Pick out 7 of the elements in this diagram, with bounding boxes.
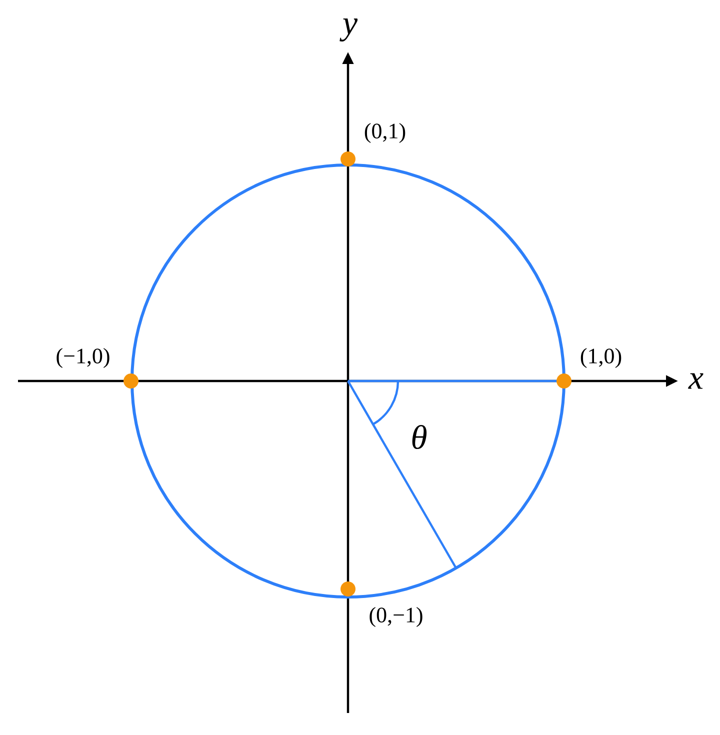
point-label: (−1,0) — [56, 348, 110, 368]
point-label: (0,1) — [364, 123, 406, 143]
axis-label: x — [688, 373, 704, 389]
axis-label: y — [340, 18, 358, 42]
point-label: (1,0) — [580, 348, 622, 368]
point-label: (0,−1) — [370, 607, 422, 627]
angle-label: θ — [412, 424, 427, 450]
